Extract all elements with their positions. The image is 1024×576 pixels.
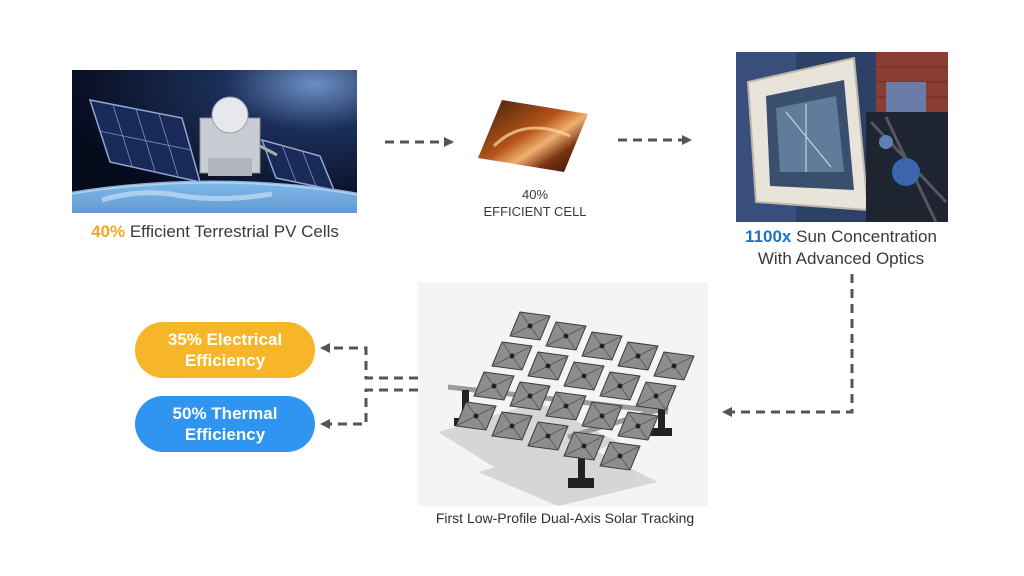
arrow-tracker-to-electrical [322, 348, 418, 378]
arrow-optics-to-tracker [724, 274, 852, 412]
arrow-tracker-to-thermal [322, 390, 418, 424]
